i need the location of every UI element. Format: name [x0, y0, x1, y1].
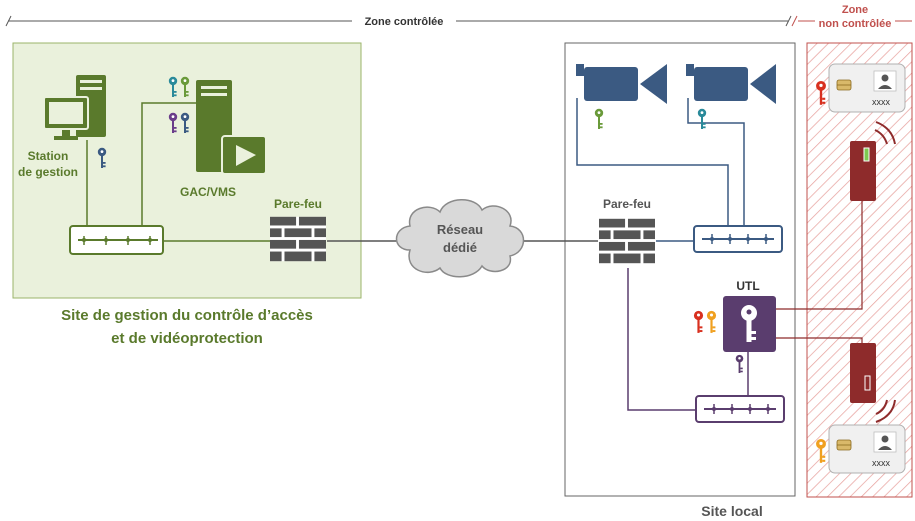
badge-card: [828, 424, 906, 474]
zone-controlled-line: [5, 15, 912, 27]
local-site-title: Site local: [701, 503, 762, 519]
zone-uncontrolled-label-2: non contrôlée: [819, 18, 892, 30]
rfid-waves-icon: [875, 399, 896, 423]
local-access-links: [627, 268, 749, 411]
video-play-icon: [221, 135, 267, 175]
zone-controlled-label: Zone contrôlée: [365, 16, 444, 28]
workstation-icon[interactable]: [43, 75, 106, 140]
server-label: GAC/VMS: [180, 185, 236, 199]
network-label-1: Réseau: [437, 222, 483, 237]
person-icon: [881, 74, 889, 82]
utl-label: UTL: [736, 279, 759, 293]
station-label-1: Station: [28, 149, 69, 163]
access-switch-icon[interactable]: [695, 395, 785, 423]
uncontrolled-zone-area: [806, 42, 913, 498]
badge-top-code: xxxx: [872, 97, 891, 107]
rfid-waves-icon: [874, 121, 896, 145]
station-label-2: de gestion: [18, 165, 78, 179]
utl-controller-icon[interactable]: [723, 296, 776, 352]
badge-bottom-code: xxxx: [872, 458, 891, 468]
management-switch-icon[interactable]: [69, 225, 164, 255]
management-site-title-1: Site de gestion du contrôle d’accès: [61, 307, 313, 324]
camera-icon[interactable]: [576, 64, 667, 104]
zone-uncontrolled-label-1: Zone: [842, 4, 868, 16]
management-firewall-icon[interactable]: [270, 216, 326, 262]
management-site-title-2: et de vidéoprotection: [111, 330, 263, 347]
camera-icon[interactable]: [686, 64, 776, 104]
badge-reader-icon[interactable]: [850, 343, 876, 403]
local-firewall-label: Pare-feu: [603, 197, 651, 211]
management-links: [86, 102, 270, 242]
badge-reader-icon[interactable]: [850, 141, 876, 201]
local-firewall-icon[interactable]: [599, 218, 655, 264]
reader-links: [776, 200, 863, 345]
badge-card: [828, 63, 906, 113]
network-cloud-icon: [395, 199, 525, 278]
local-video-links: [576, 98, 745, 242]
network-label-2: dédié: [443, 240, 477, 255]
video-switch-icon[interactable]: [693, 225, 783, 253]
management-firewall-label: Pare-feu: [274, 197, 322, 211]
person-icon: [881, 435, 889, 443]
